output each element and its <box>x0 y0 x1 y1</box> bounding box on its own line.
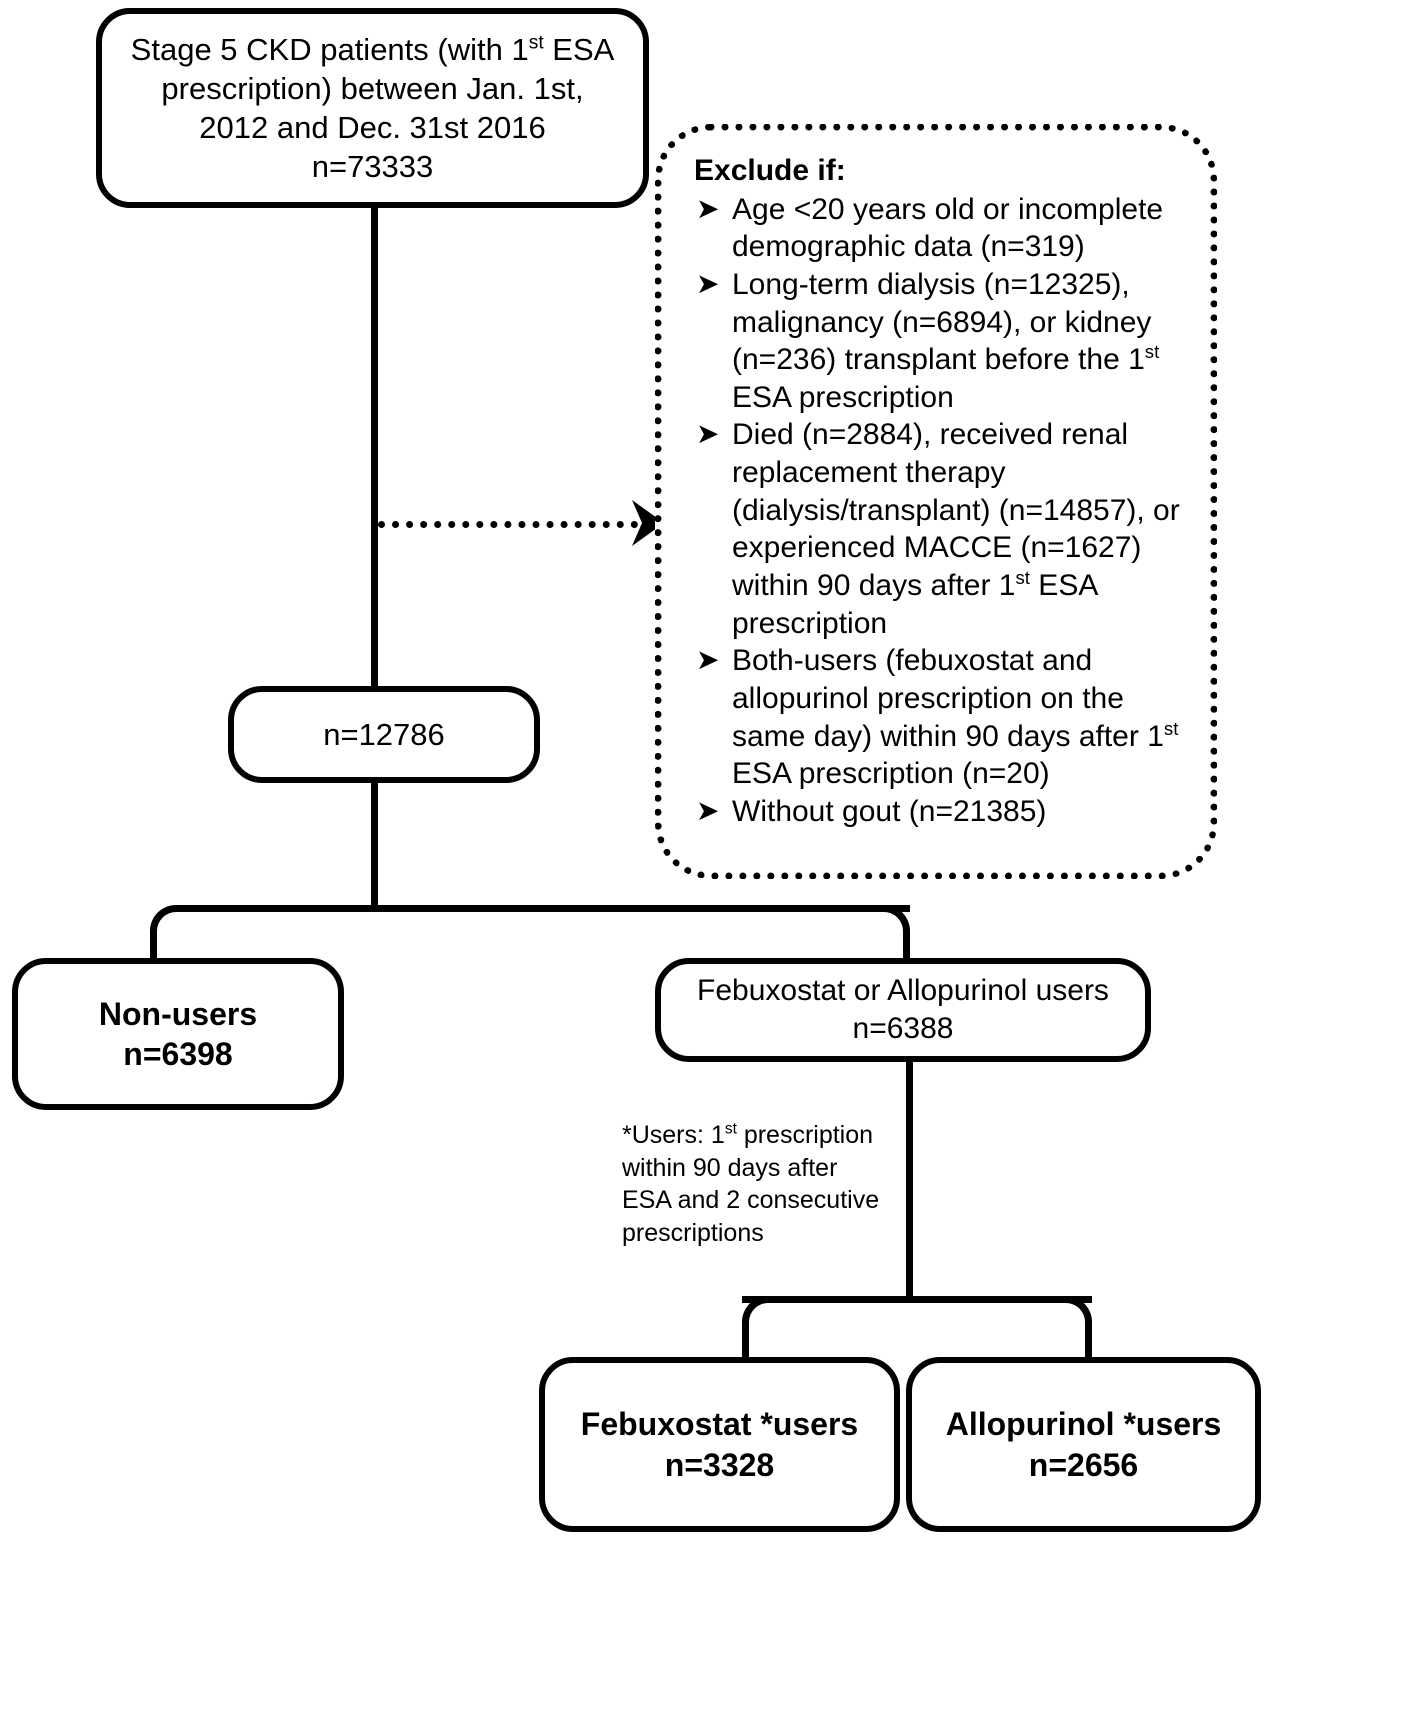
connector-source-to-filtered <box>371 205 378 780</box>
febuxostat-count: n=3328 <box>664 1446 775 1483</box>
source-cohort-line4: n=73333 <box>311 149 434 185</box>
connector-split2-right-elbow <box>1062 1296 1092 1326</box>
exclusion-item: ➤ Age <20 years old or incomplete demogra… <box>694 191 1186 266</box>
exclusion-title: Exclude if: <box>694 154 846 187</box>
drug-users-label: Febuxostat or Allopurinol users <box>697 974 1109 1008</box>
drug-users-count: n=6388 <box>852 1012 954 1045</box>
connector-split2-left-elbow <box>742 1296 772 1326</box>
source-cohort-line2: prescription) between Jan. 1st, <box>161 70 584 106</box>
node-febuxostat-users: Febuxostat *users n=3328 <box>539 1357 900 1532</box>
source-cohort-line1: Stage 5 CKD patients (with 1st ESA <box>130 31 615 67</box>
connector-split-right-elbow <box>878 905 910 937</box>
bullet-arrow-icon: ➤ <box>696 644 720 676</box>
connector-split-right-drop <box>903 930 910 962</box>
users-definition-footnote: *Users: 1st prescription within 90 days … <box>622 1119 912 1249</box>
connector-split2-right-drop <box>1085 1320 1092 1360</box>
source-cohort-line3: 2012 and Dec. 31st 2016 <box>199 110 546 145</box>
exclusion-item: ➤ Died (n=2884), received renal replaceme… <box>694 416 1186 642</box>
febuxostat-label: Febuxostat *users <box>580 1406 859 1443</box>
bullet-arrow-icon: ➤ <box>696 192 720 224</box>
connector-split2-left-drop <box>742 1320 749 1360</box>
node-after-exclusion: n=12786 <box>228 686 540 783</box>
exclusion-item: ➤ Long-term dialysis (n=12325), malignanc… <box>694 266 1186 417</box>
node-exclusion-criteria: Exclude if: ➤ Age <20 years old or incomp… <box>655 124 1217 879</box>
exclusion-item: ➤ Both-users (febuxostat and allopurinol … <box>694 642 1186 793</box>
footnote-line3: ESA and 2 consecutive <box>622 1186 880 1214</box>
bullet-arrow-icon: ➤ <box>696 267 720 299</box>
connector-users-to-split <box>906 1060 913 1300</box>
exclusion-list: ➤ Age <20 years old or incomplete demogra… <box>694 191 1186 831</box>
node-allopurinol-users: Allopurinol *users n=2656 <box>906 1357 1261 1532</box>
exclusion-item-text: Died (n=2884), received renal replacemen… <box>732 418 1180 640</box>
connector-split-bar <box>175 905 910 912</box>
exclusion-item-text: Age <20 years old or incomplete demograp… <box>732 192 1164 264</box>
node-source-cohort: Stage 5 CKD patients (with 1st ESA presc… <box>96 8 649 208</box>
footnote-line4: prescriptions <box>622 1218 764 1247</box>
node-non-users: Non-users n=6398 <box>12 958 344 1110</box>
footnote-line1: *Users: 1st prescription <box>622 1120 874 1149</box>
connector-split2-bar <box>742 1296 1092 1303</box>
non-users-label: Non-users <box>98 995 258 1032</box>
connector-exclusion-dotted-line <box>378 521 638 528</box>
exclusion-item-text: Both-users (febuxostat and allopurinol p… <box>732 644 1179 791</box>
exclusion-item-text: Long-term dialysis (n=12325), malignancy… <box>732 267 1160 414</box>
connector-filtered-to-split <box>371 783 378 908</box>
after-exclusion-label: n=12786 <box>323 716 445 752</box>
connector-split-left-drop <box>150 930 157 962</box>
exclusion-item: ➤ Without gout (n=21385) <box>694 793 1186 831</box>
connector-split-left-elbow <box>150 905 182 937</box>
allopurinol-count: n=2656 <box>1028 1446 1139 1483</box>
footnote-line2: within 90 days after <box>622 1153 838 1182</box>
bullet-arrow-icon: ➤ <box>696 418 720 450</box>
non-users-count: n=6398 <box>123 1036 233 1072</box>
connector-exclusion-arrowhead <box>630 498 664 548</box>
bullet-arrow-icon: ➤ <box>696 794 720 826</box>
exclusion-item-text: Without gout (n=21385) <box>732 794 1047 828</box>
node-drug-users: Febuxostat or Allopurinol users n=6388 <box>655 958 1151 1062</box>
allopurinol-label: Allopurinol *users <box>945 1406 1222 1443</box>
